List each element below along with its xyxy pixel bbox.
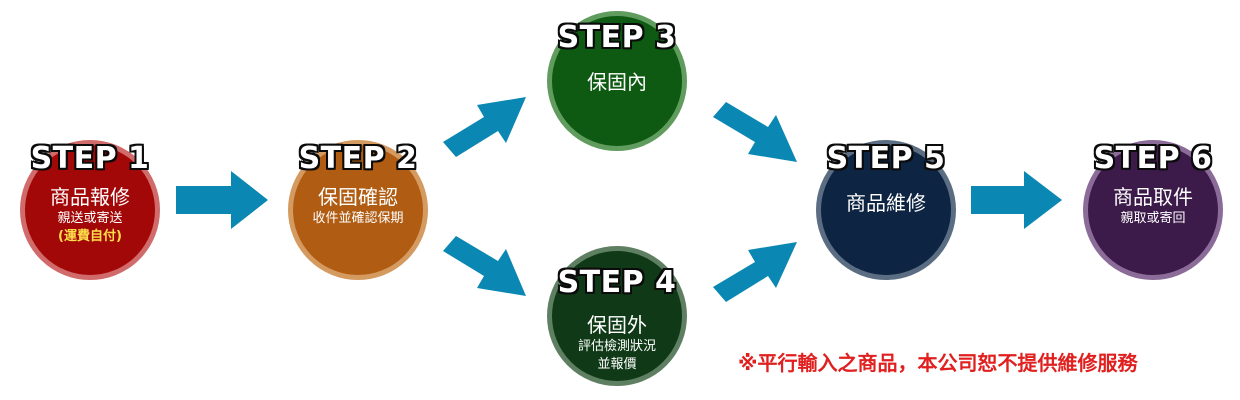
step-6-circle: STEP 6 商品取件 親取或寄回 [1083, 140, 1223, 280]
arrow-step5-to-step6 [971, 171, 1062, 229]
arrow-step3-to-step5 [713, 102, 797, 162]
arrow-step4-to-step5 [713, 242, 797, 302]
step-4-title: 保固外 [587, 313, 647, 337]
step-2-label: STEP 2 [298, 141, 418, 176]
step-6-subtitle: 親取或寄回 [1120, 211, 1186, 226]
arrow-step1-to-step2 [176, 171, 268, 229]
step-4-circle: STEP 4 保固外 評估檢測狀況 並報價 [547, 246, 687, 386]
step-5-label: STEP 5 [826, 141, 946, 176]
step-2-title: 保固確認 [318, 185, 398, 209]
step-3-circle: STEP 3 保固內 [547, 11, 687, 151]
step-1-note: (運費自付) [58, 229, 122, 244]
step-5-title: 商品維修 [846, 191, 926, 215]
step-6-label: STEP 6 [1093, 141, 1213, 176]
step-1-label: STEP 1 [30, 141, 150, 176]
parallel-import-notice: ※平行輸入之商品，本公司恕不提供維修服務 [738, 351, 1138, 375]
step-2-subtitle: 收件並確認保期 [312, 211, 404, 226]
step-1-subtitle: 親送或寄送 [57, 211, 123, 226]
step-5-circle: STEP 5 商品維修 [816, 140, 956, 280]
arrow-step2-to-step4 [443, 236, 526, 296]
step-4-subtitle: 評估檢測狀況 [577, 339, 656, 354]
step-1-title: 商品報修 [50, 185, 130, 209]
step-3-title: 保固內 [587, 70, 647, 94]
step-4-label: STEP 4 [557, 265, 677, 300]
step-1-circle: STEP 1 商品報修 親送或寄送 (運費自付) [20, 140, 160, 280]
step-3-label: STEP 3 [557, 20, 677, 55]
step-2-circle: STEP 2 保固確認 收件並確認保期 [288, 140, 428, 280]
arrow-step2-to-step3 [443, 97, 526, 157]
step-4-subtitle-2: 並報價 [597, 357, 637, 372]
step-6-title: 商品取件 [1113, 185, 1193, 209]
